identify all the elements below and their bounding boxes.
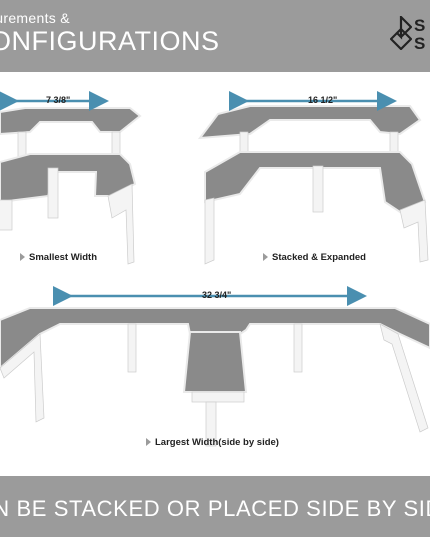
header-band: surements & ONFIGURATIONS S S	[0, 0, 430, 72]
desk-largest-width	[0, 307, 430, 447]
logo-letter-2: S	[414, 34, 426, 53]
desk-stacked-expanded	[197, 105, 429, 265]
caption-smallest-width: Smallest Width	[20, 252, 97, 263]
header-subtitle: surements &	[0, 10, 70, 26]
page-title: ONFIGURATIONS	[0, 26, 220, 56]
chevron-right-icon	[20, 253, 25, 261]
caption-text-1: Smallest Width	[29, 252, 98, 263]
configurations-stage: 7 3/8" 16 1/2" 32 3/4" Smallest Width St…	[0, 72, 430, 476]
caption-stacked-expanded: Stacked & Expanded	[263, 252, 366, 263]
dimension-label-1: 7 3/8"	[46, 95, 71, 105]
footer-band: AN BE STACKED OR PLACED SIDE BY SID	[0, 476, 430, 537]
brand-logo: S S	[390, 14, 430, 54]
caption-largest-width: Largest Width(side by side)	[146, 437, 279, 448]
dimension-label-2: 16 1/2"	[308, 95, 338, 105]
caption-text-3: Largest Width(side by side)	[155, 437, 279, 448]
logo-mark-icon	[390, 16, 412, 50]
chevron-right-icon	[146, 438, 151, 446]
logo-letter-1: S	[414, 16, 426, 35]
footer-text: AN BE STACKED OR PLACED SIDE BY SID	[0, 496, 430, 521]
dimension-label-3: 32 3/4"	[202, 290, 232, 300]
chevron-right-icon	[263, 253, 268, 261]
desk-illustrations	[0, 91, 430, 447]
desk-smallest-width	[0, 107, 142, 265]
caption-text-2: Stacked & Expanded	[272, 252, 366, 263]
